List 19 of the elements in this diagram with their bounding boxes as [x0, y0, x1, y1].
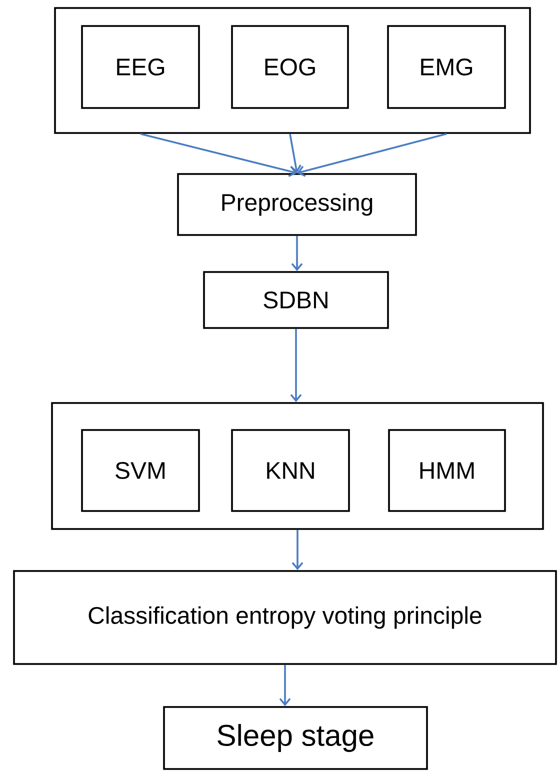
process-box: SDBN	[203, 271, 389, 329]
arrow	[290, 328, 302, 402]
process-box: KNN	[231, 429, 350, 512]
process-box: Preprocessing	[177, 173, 417, 236]
process-box: SVM	[81, 429, 200, 512]
process-box: HMM	[388, 429, 506, 512]
arrow	[289, 134, 302, 174]
process-box: EMG	[387, 25, 506, 109]
process-box: Sleep stage	[163, 706, 428, 770]
process-box: EOG	[231, 25, 349, 109]
arrow	[292, 530, 304, 570]
arrow	[140, 133, 297, 177]
container-box	[54, 7, 531, 134]
process-box: EEG	[81, 25, 200, 109]
process-box: Classification entropy voting principle	[13, 570, 557, 665]
arrow	[291, 236, 303, 272]
arrow	[279, 664, 291, 706]
container-box	[51, 402, 544, 530]
arrow	[297, 133, 447, 177]
